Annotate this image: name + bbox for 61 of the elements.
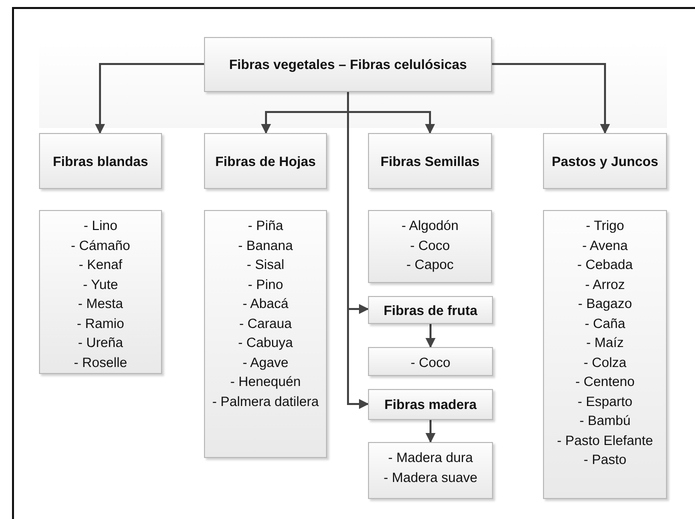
list-item: - Pasto <box>584 451 626 469</box>
list-item: - Kenaf <box>78 256 122 274</box>
connector-arrow <box>426 420 436 443</box>
list-item: - Cámaño <box>70 236 130 254</box>
list-item: - Bagazo <box>578 295 632 313</box>
list-box <box>368 210 492 283</box>
category-box <box>368 296 493 324</box>
list-box <box>204 210 327 458</box>
list-item: - Caña <box>584 314 626 332</box>
category-label: Fibras blandas <box>52 154 148 168</box>
list-item: - Palmera datilera <box>212 392 319 410</box>
list-item: - Trigo <box>586 217 624 235</box>
list-item: - Sisal <box>246 256 284 274</box>
category-box <box>543 133 667 189</box>
list-item: - Algodón <box>401 217 459 235</box>
category-label: Fibras de Hojas <box>215 154 316 168</box>
connector-arrow <box>492 63 610 134</box>
list-item: - Yute <box>82 276 118 294</box>
connector-arrow <box>426 324 436 348</box>
list-item: - Banana <box>238 236 293 254</box>
connector-arrow <box>95 63 204 134</box>
list-item: - Coco <box>410 354 450 372</box>
category-box <box>204 37 492 92</box>
list-item: - Cebada <box>577 256 633 274</box>
list-item: - Pasto Elefante <box>556 432 654 450</box>
list-item: - Madera suave <box>384 468 478 486</box>
list-item: - Piña <box>248 217 284 235</box>
list-item: - Ramio <box>76 314 124 332</box>
list-item: - Colza <box>584 354 626 372</box>
category-label: Fibras madera <box>384 397 477 412</box>
category-label: Fibras de fruta <box>384 302 478 318</box>
list-box <box>368 347 493 376</box>
list-item: - Ureña <box>78 334 123 352</box>
category-label: Fibras Semillas <box>380 154 480 168</box>
list-item: - Agave <box>242 354 288 372</box>
list-item: - Abacá <box>242 295 288 313</box>
list-item: - Bambú <box>579 412 631 430</box>
list-box <box>543 210 667 499</box>
list-box <box>39 210 162 374</box>
list-item: - Madera dura <box>388 449 473 467</box>
list-item: - Lino <box>84 217 118 235</box>
category-box <box>368 389 493 420</box>
list-item: - Arroz <box>585 276 625 294</box>
list-item: - Avena <box>582 236 628 254</box>
category-box <box>39 133 162 189</box>
list-item: - Mesta <box>78 295 123 313</box>
list-item: - Centeno <box>575 373 635 391</box>
category-label: Fibras vegetales – Fibras celulósicas <box>229 57 467 72</box>
list-item: - Maíz <box>586 334 624 352</box>
list-box <box>368 442 493 499</box>
category-box <box>368 133 492 189</box>
list-item: - Pino <box>248 276 284 294</box>
list-item: - Henequén <box>230 373 301 391</box>
list-item: - Roselle <box>74 354 128 372</box>
list-item: - Esparto <box>578 392 632 411</box>
list-item: - Caraua <box>239 314 292 332</box>
list-item: - Capoc <box>406 256 454 274</box>
category-box <box>204 133 327 189</box>
list-item: - Coco <box>410 236 450 254</box>
category-label: Pastos y Juncos <box>552 154 658 168</box>
list-item: - Cabuya <box>238 334 293 352</box>
